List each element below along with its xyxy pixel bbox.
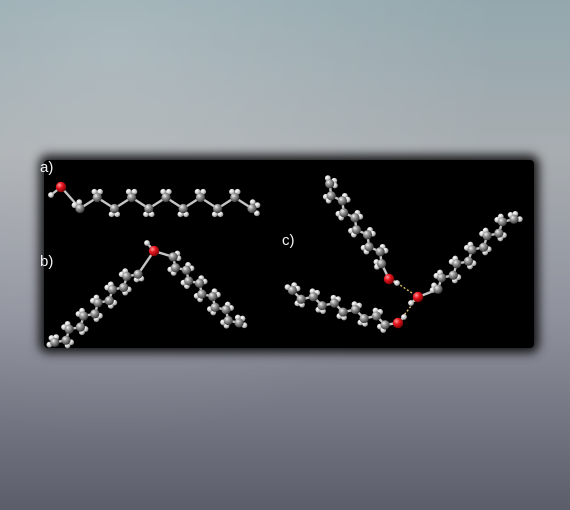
carbon-atom: [350, 304, 360, 315]
panel-label-a: a): [40, 159, 54, 176]
oxygen-atom: [412, 291, 424, 303]
carbon-atom: [371, 311, 381, 321]
carbon-atom: [247, 203, 257, 214]
hydrogen-atom: [253, 210, 260, 217]
carbon-atom: [325, 179, 335, 189]
hydrogen-atom: [408, 300, 414, 306]
carbon-atom: [92, 192, 102, 203]
carbon-atom: [287, 285, 297, 295]
atoms-layer: [46, 175, 523, 349]
carbon-atom: [181, 265, 191, 275]
carbon-atom: [184, 276, 194, 286]
carbon-atom: [223, 315, 233, 326]
carbon-atom: [230, 192, 240, 203]
panel-label-b: b): [40, 253, 54, 270]
carbon-atom: [452, 259, 462, 269]
hydrogen-atom: [144, 240, 150, 246]
carbon-atom: [210, 302, 220, 312]
carbon-atom: [161, 192, 171, 203]
carbon-atom: [509, 214, 519, 224]
carbon-atom: [144, 203, 154, 214]
carbon-atom: [64, 324, 74, 334]
hydrogen-atom: [76, 199, 83, 206]
carbon-atom: [338, 307, 348, 317]
carbon-atom: [119, 282, 129, 293]
carbon-atom: [479, 242, 489, 252]
carbon-atom: [350, 213, 360, 223]
oxygen-atom: [55, 181, 67, 193]
oxygen-atom: [392, 317, 404, 329]
carbon-atom: [296, 294, 306, 304]
carbon-atom: [482, 231, 492, 241]
carbon-atom: [90, 309, 100, 319]
carbon-atom: [433, 284, 443, 294]
carbon-atom: [104, 296, 114, 306]
hydrogen-atom: [48, 192, 54, 198]
carbon-atom: [50, 337, 60, 347]
carbon-atom: [75, 322, 86, 332]
hydrogen-bond: [397, 296, 419, 324]
carbon-atom: [75, 203, 85, 214]
carbon-atom: [317, 301, 327, 311]
hydrogen-bonds-layer: [396, 282, 419, 324]
carbon-atom: [329, 298, 339, 308]
carbon-atom: [308, 292, 318, 302]
carbon-atom: [127, 192, 137, 203]
carbon-atom: [362, 230, 373, 240]
carbon-atom: [375, 247, 385, 257]
carbon-atom: [364, 242, 374, 252]
carbon-atom: [376, 259, 387, 269]
carbon-atom: [337, 196, 347, 206]
carbon-atom: [463, 256, 474, 266]
carbon-atom: [168, 252, 178, 262]
hydrogen-atom: [394, 280, 400, 286]
carbon-atom: [213, 203, 223, 214]
carbon-atom: [351, 225, 361, 235]
carbon-atom: [234, 318, 244, 328]
carbon-atom: [107, 284, 117, 295]
carbon-atom: [93, 298, 103, 308]
carbon-atom: [197, 289, 207, 299]
carbon-atom: [494, 228, 504, 238]
carbon-atom: [194, 278, 205, 288]
carbon-atom: [380, 320, 390, 330]
panel-label-c: c): [282, 232, 295, 249]
carbon-atom: [78, 311, 89, 321]
carbon-atom: [178, 203, 188, 214]
carbon-atom: [326, 191, 336, 201]
carbon-atom: [221, 305, 231, 315]
carbon-atom: [170, 263, 181, 273]
carbon-atom: [195, 192, 205, 203]
carbon-atom: [133, 269, 143, 279]
oxygen-atom: [383, 273, 395, 285]
carbon-atom: [109, 203, 119, 214]
molecule-render-panel: [44, 160, 534, 348]
oxygen-atom: [148, 245, 160, 257]
carbon-atom: [359, 313, 369, 324]
carbon-atom: [61, 335, 71, 345]
carbon-atom: [208, 291, 218, 302]
carbon-atom: [436, 273, 447, 283]
carbon-atom: [448, 270, 458, 280]
hydrogen-atom: [249, 199, 256, 206]
carbon-atom: [467, 245, 477, 255]
hydrogen-atom: [401, 314, 407, 320]
carbon-atom: [122, 271, 132, 281]
carbon-atom: [497, 217, 507, 227]
carbon-atom: [339, 208, 349, 218]
